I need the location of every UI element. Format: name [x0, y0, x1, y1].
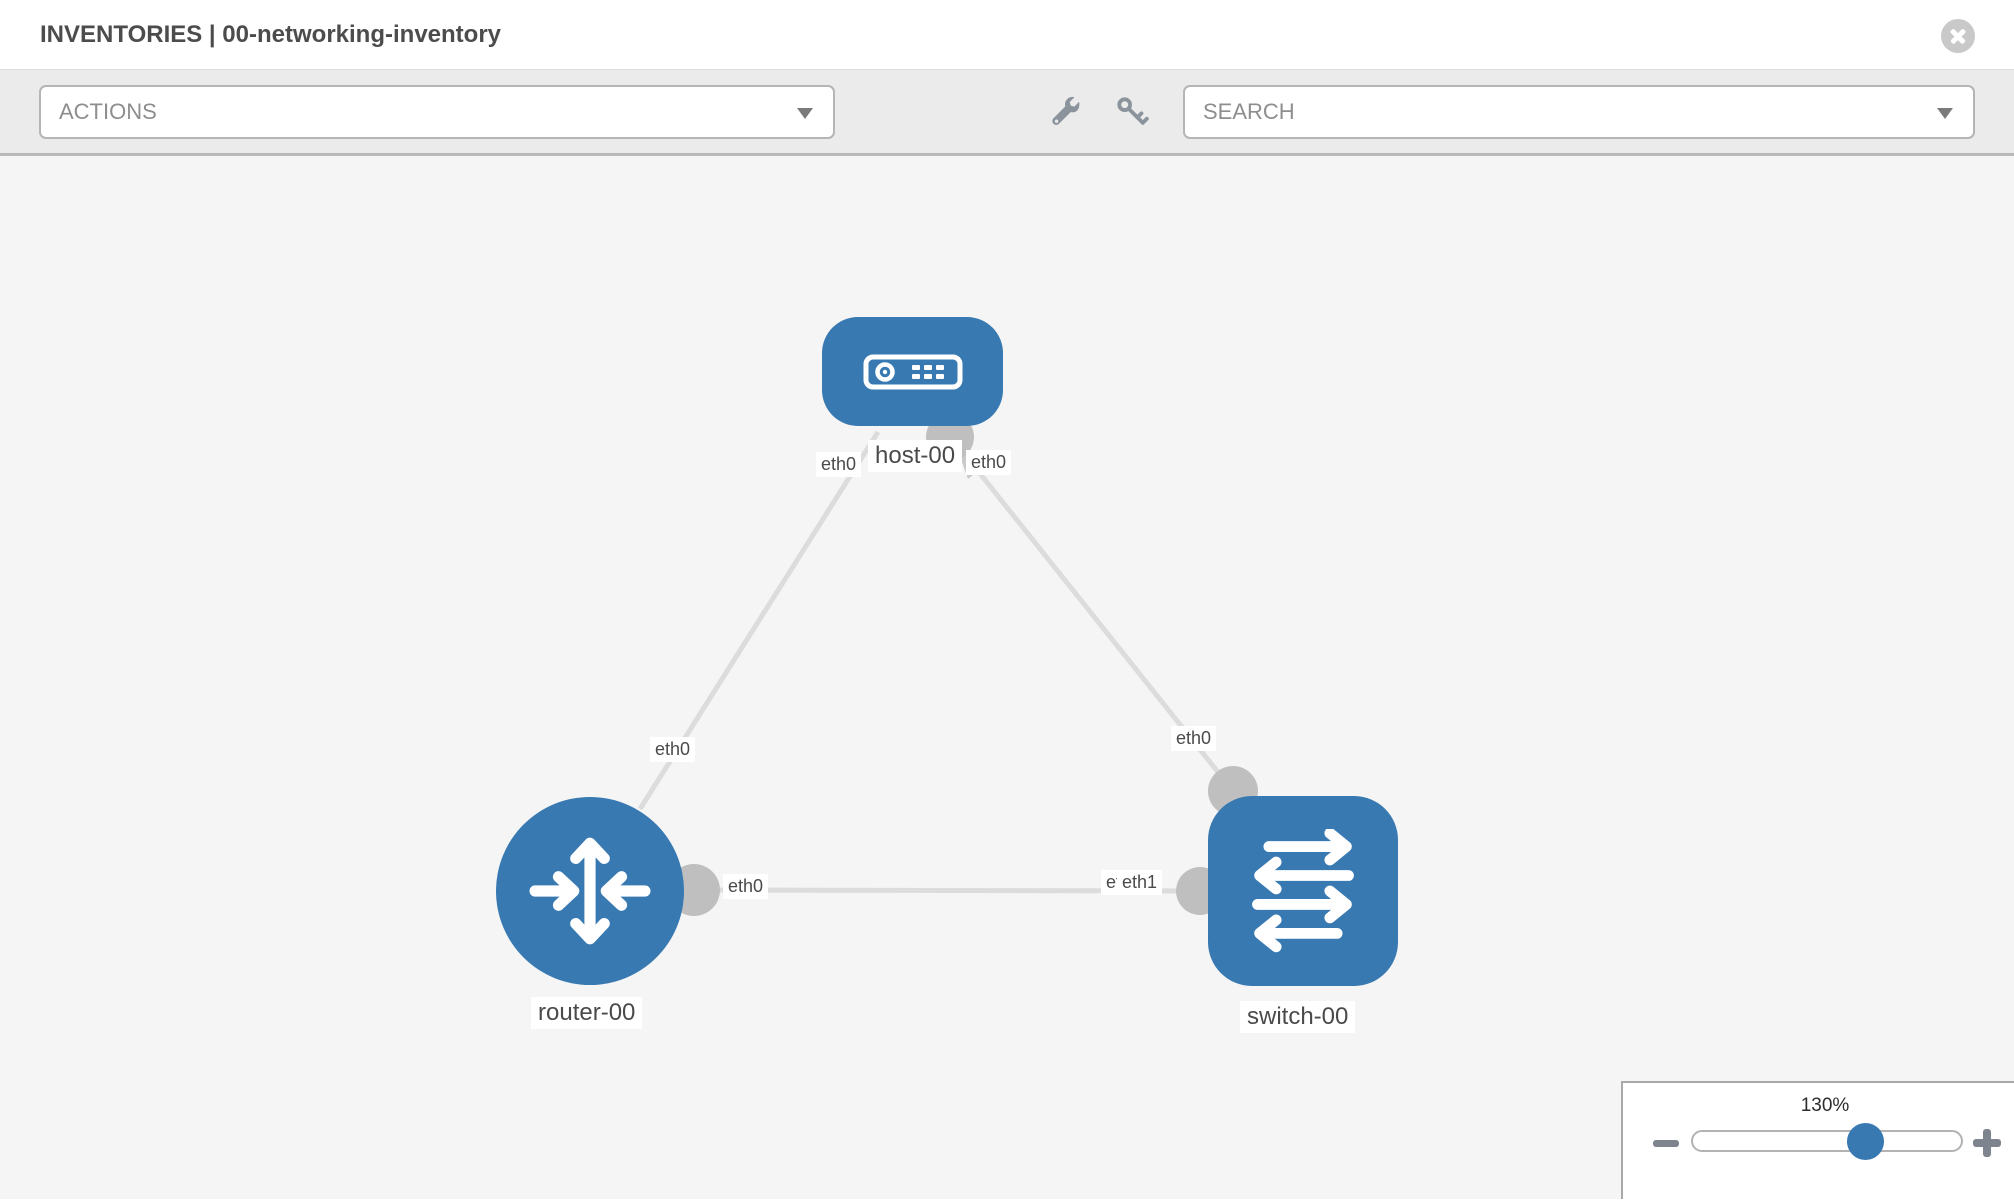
- key-icon: [1117, 97, 1149, 125]
- page-title: INVENTORIES | 00-networking-inventory: [40, 21, 502, 48]
- search-dropdown[interactable]: SEARCH: [1183, 85, 1975, 139]
- interface-label: eth0: [650, 737, 696, 762]
- chevron-down-icon: [797, 108, 813, 119]
- plus-icon: [1983, 1129, 1991, 1157]
- host-icon: [863, 354, 962, 389]
- wrench-icon: [1054, 119, 1059, 123]
- key-button[interactable]: [1114, 94, 1150, 130]
- node-label-switch: switch-00: [1240, 1001, 1356, 1033]
- interface-label: eth0: [723, 874, 769, 899]
- interface-label-group: eth0 eth1: [1101, 870, 1171, 900]
- topology-edges: [637, 413, 1258, 916]
- interface-label: eth0: [966, 450, 1012, 475]
- close-button[interactable]: [1941, 19, 1975, 53]
- node-router-00[interactable]: [496, 797, 684, 985]
- actions-dropdown[interactable]: ACTIONS: [39, 85, 835, 139]
- interface-label: eth0: [816, 452, 862, 477]
- zoom-slider-handle[interactable]: [1847, 1123, 1884, 1160]
- toolbar: ACTIONS SEARCH: [0, 70, 2014, 156]
- zoom-slider[interactable]: [1691, 1130, 1963, 1152]
- node-label-router: router-00: [531, 997, 643, 1029]
- zoom-panel: 130%: [1621, 1081, 2014, 1199]
- zoom-out-button[interactable]: [1653, 1140, 1679, 1147]
- node-switch-00[interactable]: [1208, 796, 1398, 986]
- interface-label: eth1: [1117, 870, 1163, 895]
- search-input[interactable]: SEARCH: [1203, 99, 1295, 124]
- wrench-icon: [1052, 96, 1080, 125]
- zoom-in-button[interactable]: [1973, 1129, 2001, 1157]
- switch-icon: [1252, 829, 1354, 953]
- node-label-host: host-00: [868, 440, 963, 472]
- actions-dropdown-label: ACTIONS: [59, 99, 157, 124]
- interface-label: eth0: [1171, 726, 1217, 751]
- node-host-00[interactable]: [822, 317, 1003, 426]
- wrench-button[interactable]: [1048, 94, 1084, 130]
- page-header: INVENTORIES | 00-networking-inventory: [0, 0, 2014, 70]
- router-icon: [529, 837, 651, 945]
- chevron-down-icon: [1937, 108, 1953, 119]
- zoom-level: 130%: [1800, 1095, 1850, 1116]
- topology-canvas[interactable]: host-00 router-00 switch-00 eth0 eth0 et…: [0, 156, 2014, 1199]
